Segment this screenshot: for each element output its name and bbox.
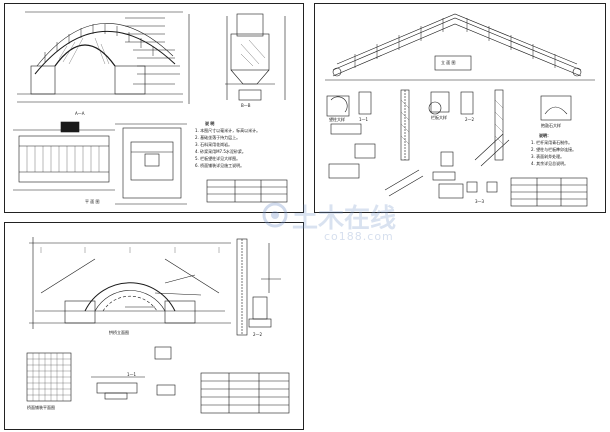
watermark: 土木在线 co188.com xyxy=(262,196,432,248)
note-line: 4. 其余详见总说明。 xyxy=(531,161,569,166)
note-line: 6. 桥面铺装详见施工说明。 xyxy=(195,163,245,168)
detail-label: 1—1 xyxy=(359,117,369,122)
detail-label: 抱鼓石大样 xyxy=(541,123,561,128)
note-line: 2. 望柱与栏板榫卯连接。 xyxy=(531,147,577,152)
plan-label: 平 面 图 xyxy=(85,199,100,204)
notes-title: 说明： xyxy=(539,133,551,138)
section-label-2: 2—2 xyxy=(253,332,263,337)
detail-label: 望柱大样 xyxy=(329,117,345,122)
note-line: 1. 本图尺寸以毫米计，标高以米计。 xyxy=(195,128,261,133)
note-line: 3. 表面剁斧处理。 xyxy=(531,154,565,159)
drawing-top-left xyxy=(13,11,288,205)
notes-list: 1. 本图尺寸以毫米计，标高以米计。 2. 基础坐落于持力层上。 3. 石料采用… xyxy=(195,129,260,171)
drawing-top-right xyxy=(325,13,595,207)
detail-label: 2—2 xyxy=(465,117,475,122)
section-label-1: 1—1 xyxy=(127,372,137,377)
detail-label: 3—3 xyxy=(475,199,485,204)
sheet-top-right: 立 面 图 望柱大样 栏板大样 抱鼓石大样 1—1 2—2 3—3 说明： 1.… xyxy=(314,3,606,213)
drawing-bottom-left xyxy=(26,237,290,414)
watermark-logo-icon xyxy=(262,202,288,228)
section-label-a: A—A xyxy=(75,111,85,116)
section-label-b: B—B xyxy=(241,103,251,108)
note-line: 1. 栏杆采用青石制作。 xyxy=(531,140,573,145)
sheet-top-left: A—A B—B 平 面 图 说 明 1. 本图尺寸以毫米计，标高以米计。 2. … xyxy=(4,3,304,213)
watermark-subtext: co188.com xyxy=(324,230,394,243)
watermark-text: 土木在线 xyxy=(292,204,397,234)
plan-title: 桥面铺装平面图 xyxy=(27,405,55,410)
note-line: 4. 砂浆采用M7.5水泥砂浆。 xyxy=(195,149,246,154)
note-line: 3. 石料采用花岗岩。 xyxy=(195,142,233,147)
notes-list: 1. 栏杆采用青石制作。 2. 望柱与栏板榫卯连接。 3. 表面剁斧处理。 4.… xyxy=(531,141,576,169)
notes-title: 说 明 xyxy=(205,121,215,126)
sheet-bottom-left: 拱桥立面图 桥面铺装平面图 1—1 2—2 xyxy=(4,222,304,430)
arch-title: 拱桥立面图 xyxy=(109,330,129,335)
title-box-label: 立 面 图 xyxy=(441,60,456,65)
note-line: 5. 栏板望柱详见大样图。 xyxy=(195,156,241,161)
detail-label: 栏板大样 xyxy=(431,115,447,120)
note-line: 2. 基础坐落于持力层上。 xyxy=(195,135,241,140)
